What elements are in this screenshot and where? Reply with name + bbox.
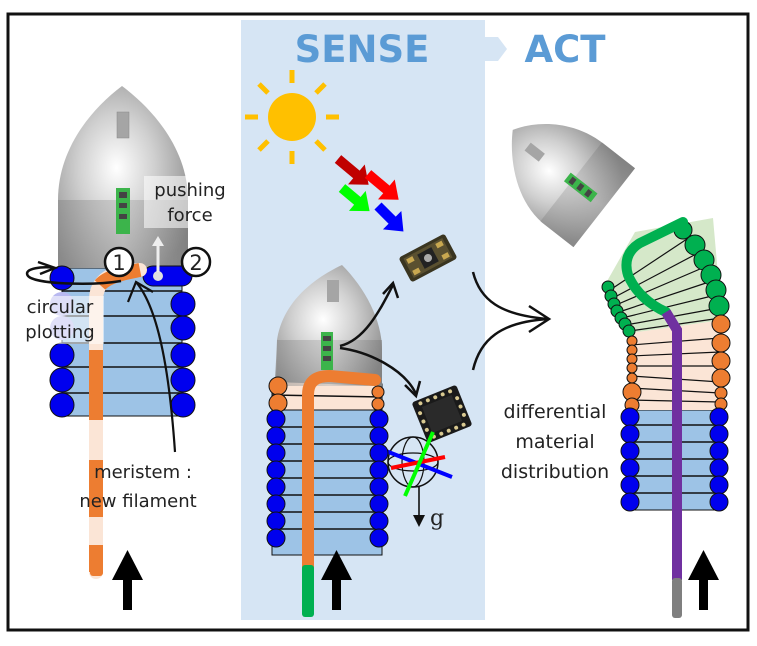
light-arrow-green (338, 184, 370, 212)
gravity-label: g (430, 506, 444, 531)
meristem-pointer-arrow (135, 281, 177, 453)
pcb-to-light-sensor-arrow (339, 284, 395, 348)
light-arrow-dark-red (334, 155, 369, 185)
right-filament-purple (661, 309, 682, 580)
left-robot: 1 2 pushing force circular plotting meri… (18, 86, 232, 610)
differential-label-line2: material (515, 431, 594, 453)
left-layer-stack (61, 267, 183, 417)
step-2-badge (180, 246, 212, 278)
meristem-label-line1: meristem : (94, 462, 192, 483)
step-1-label: 1 (112, 251, 125, 275)
meristem-label-line2: new filament (79, 491, 196, 512)
right-robot (511, 123, 731, 618)
sense-header: SENSE (295, 28, 430, 71)
step-2-label: 2 (189, 251, 202, 275)
pushing-force-label-line2: force (167, 205, 212, 226)
left-shell-window (116, 111, 130, 139)
middle-filament (302, 369, 381, 576)
pcb-to-accelerometer-arrow (339, 346, 418, 395)
left-filament (89, 263, 142, 572)
circular-plotting-label-line1: circular (27, 297, 94, 318)
differential-label-line1: differential (504, 401, 607, 423)
middle-robot (266, 265, 389, 617)
light-spectrum-arrows (334, 155, 404, 232)
accelerometer-chip-icon (412, 385, 472, 443)
middle-growth-arrow-icon (321, 550, 352, 610)
left-pcb-icon (116, 188, 130, 234)
act-header: ACT (524, 28, 606, 71)
light-arrow-blue (374, 202, 404, 232)
left-growth-arrow-icon (112, 550, 143, 610)
middle-shell-window (327, 280, 339, 302)
differential-label-line3: distribution (501, 461, 609, 483)
light-sensor-chip-icon (399, 234, 457, 282)
right-growth-arrow-icon (688, 550, 719, 610)
light-arrow-red (364, 170, 399, 200)
sense-to-act-arrow-lower (471, 317, 549, 371)
sense-to-act-arrow-upper (471, 271, 549, 321)
circular-plotting-label-line2: plotting (25, 322, 94, 343)
right-filament-green (621, 217, 688, 317)
sense-to-act-chevron-icon (485, 37, 507, 61)
left-beads-right-column (142, 265, 196, 418)
step-1-badge (103, 246, 135, 278)
pushing-force-label-line1: pushing (154, 180, 225, 201)
sense-to-act-arrowhead-icon (528, 304, 552, 334)
middle-pcb-icon (321, 332, 333, 370)
orientation-axes-icon (385, 431, 453, 497)
sun-icon (245, 70, 339, 164)
gravity-arrow-icon (413, 487, 425, 527)
circular-plotting-arrow (25, 266, 122, 285)
